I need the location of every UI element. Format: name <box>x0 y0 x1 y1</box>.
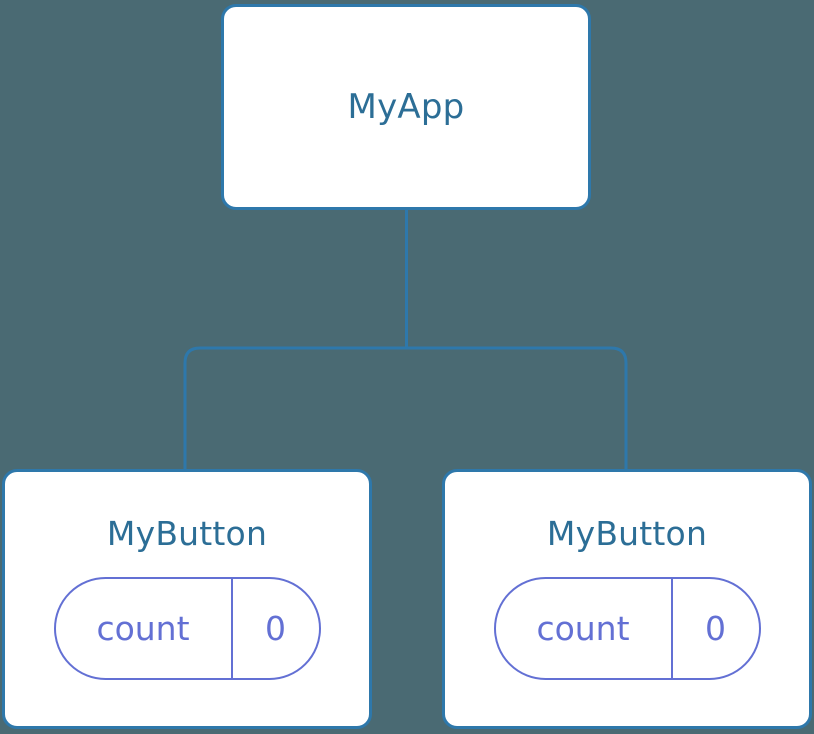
tree-node-label: MyApp <box>347 87 465 127</box>
state-pill-value: 0 <box>230 579 319 678</box>
state-pill-value: 0 <box>670 579 759 678</box>
state-pill-key: count <box>536 609 630 648</box>
tree-node-label: MyButton <box>546 514 708 553</box>
state-pill[interactable]: count 0 <box>493 577 761 680</box>
connector-bus-to-child-0 <box>183 346 407 470</box>
connector-bus-to-child-1 <box>406 346 628 470</box>
tree-node-label: MyButton <box>106 514 268 553</box>
tree-node-root[interactable]: MyApp <box>221 4 591 210</box>
state-pill-key: count <box>96 609 190 648</box>
tree-node-child[interactable]: MyButton count 0 <box>442 469 812 729</box>
state-pill[interactable]: count 0 <box>53 577 321 680</box>
tree-node-child[interactable]: MyButton count 0 <box>2 469 372 729</box>
